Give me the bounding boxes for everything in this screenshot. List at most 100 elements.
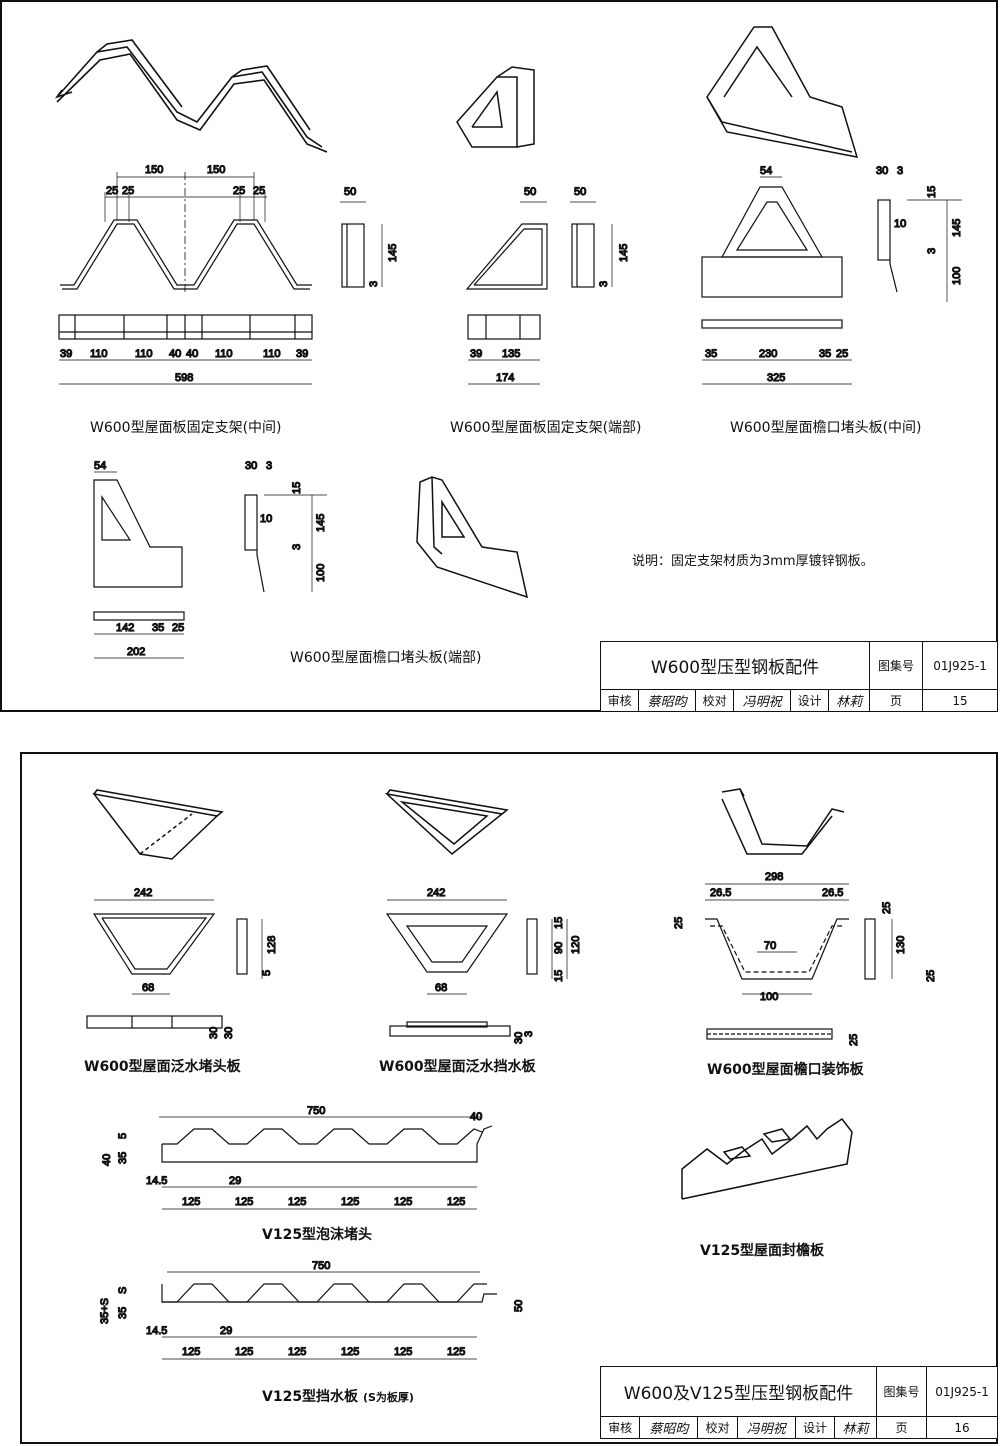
design-label: 设计 xyxy=(794,1416,836,1439)
eave-deco-elevation xyxy=(705,883,893,1040)
dim-125-a: 125 xyxy=(182,1196,200,1208)
dim-100-a: 100 xyxy=(951,267,963,285)
dim-3-c: 3 xyxy=(897,165,903,177)
dim-5-b: 5 xyxy=(117,1133,129,1139)
dim-120: 120 xyxy=(570,936,582,954)
design-label: 设计 xyxy=(790,689,830,712)
dim-202: 202 xyxy=(127,646,145,658)
dim-3-d: 3 xyxy=(926,248,938,254)
review-label: 审核 xyxy=(599,689,640,712)
dim-25-a: 25 xyxy=(673,917,685,929)
dim-25-a: 25 xyxy=(106,185,118,197)
dim-90: 90 xyxy=(553,942,565,954)
dim-35-b: 35 xyxy=(819,348,831,360)
dim-145-c: 145 xyxy=(951,219,963,237)
sheet16-drawings: 242 68 128 5 30 30 242 68 15 90 120 15 3… xyxy=(86,788,938,1360)
caption-eave-end: W600型屋面檐口堵头板(端部) xyxy=(290,650,482,666)
flash-end-elevation xyxy=(86,899,263,1029)
dim-125-j: 125 xyxy=(341,1346,359,1358)
dim-29-b: 29 xyxy=(220,1325,232,1337)
dim-110-b: 110 xyxy=(135,348,153,360)
dim-35-plus-s: 35+S xyxy=(99,1298,111,1324)
page-label: 页 xyxy=(875,1416,928,1439)
bracket-end-elevation xyxy=(465,201,613,385)
caption-flash-end: W600型屋面泛水堵头板 xyxy=(84,1059,241,1075)
dim-15-b: 15 xyxy=(553,970,565,982)
dim-125-c: 125 xyxy=(288,1196,306,1208)
dim-50-b: 50 xyxy=(524,186,536,198)
bracket-mid-elevation xyxy=(60,172,312,292)
dim-125-l: 125 xyxy=(447,1346,465,1358)
dim-125-g: 125 xyxy=(182,1346,200,1358)
title-block-title: W600型压型钢板配件 xyxy=(600,641,870,690)
dim-125-f: 125 xyxy=(447,1196,465,1208)
dim-100-b: 100 xyxy=(315,564,327,582)
dim-25-d: 25 xyxy=(253,185,265,197)
check-label: 校对 xyxy=(695,689,735,712)
dim-145-a: 145 xyxy=(387,244,399,262)
dim-5-a: 5 xyxy=(261,970,273,976)
dim-s: S xyxy=(117,1287,129,1294)
check-signature: 冯明祝 xyxy=(736,1416,796,1439)
dim-25-e: 25 xyxy=(836,348,848,360)
dim-50-a: 50 xyxy=(344,186,356,198)
dim-35-c: 35 xyxy=(152,622,164,634)
dim-68-b: 68 xyxy=(435,982,447,994)
dim-142: 142 xyxy=(116,622,134,634)
dim-15-b: 15 xyxy=(291,482,303,494)
dim-145-b: 145 xyxy=(618,244,630,262)
eave-end-side-view xyxy=(244,494,327,593)
dim-125-b: 125 xyxy=(235,1196,253,1208)
flash-stop-elevation xyxy=(385,899,568,1037)
dim-128: 128 xyxy=(266,936,278,954)
dim-25-c: 25 xyxy=(925,970,937,982)
check-signature: 冯明祝 xyxy=(733,689,792,712)
dim-14-5-a: 14.5 xyxy=(146,1175,167,1187)
dim-750-b: 750 xyxy=(312,1260,330,1272)
atlas-number: 01J925-1 xyxy=(926,1366,998,1417)
eave-deco-3d-view xyxy=(721,788,845,855)
dim-3-b: 3 xyxy=(598,281,610,287)
dim-110-a: 110 xyxy=(90,348,108,360)
design-signature: 林莉 xyxy=(834,1416,877,1439)
flash-stop-3d-view xyxy=(384,789,509,855)
title-block-16: W600及V125型压型钢板配件 图集号 01J925-1 审核 蔡昭昀 校对 … xyxy=(599,1366,998,1439)
dim-25-b: 25 xyxy=(881,902,893,914)
dim-40-a: 40 xyxy=(470,1111,482,1123)
dim-30-c: 30 xyxy=(513,1032,525,1044)
dim-125-k: 125 xyxy=(394,1346,412,1358)
dim-298: 298 xyxy=(765,871,783,883)
page-label: 页 xyxy=(868,689,924,712)
dim-3-f: 3 xyxy=(291,544,303,550)
dim-50: 50 xyxy=(513,1300,525,1312)
dim-29-a: 29 xyxy=(229,1175,241,1187)
dim-25-f: 25 xyxy=(172,622,184,634)
dim-110-d: 110 xyxy=(263,348,281,360)
dim-100: 100 xyxy=(760,991,778,1003)
drawing-sheet-15: 150 150 25 25 25 25 50 145 3 39 110 110 … xyxy=(0,0,998,712)
dim-25-c: 25 xyxy=(233,185,245,197)
dim-40-a: 40 xyxy=(169,348,181,360)
dim-54-a: 54 xyxy=(760,165,772,177)
review-label: 审核 xyxy=(599,1416,641,1439)
stop-plate-note: (S为板厚) xyxy=(362,1391,414,1404)
dim-3-e: 3 xyxy=(266,460,272,472)
bracket-end-3d-view xyxy=(456,66,535,148)
dim-39-c: 39 xyxy=(470,348,482,360)
drawing-sheet-16: 242 68 128 5 30 30 242 68 15 90 120 15 3… xyxy=(20,752,998,1444)
eave-mid-3d-view xyxy=(706,26,859,158)
dim-242-a: 242 xyxy=(134,887,152,899)
eave-end-elevation xyxy=(93,471,185,659)
eave-mid-side-view xyxy=(877,199,962,302)
dim-3-a: 3 xyxy=(523,1031,535,1037)
flash-end-3d-view xyxy=(92,789,224,860)
dim-39-a: 39 xyxy=(60,348,72,360)
dim-125-h: 125 xyxy=(235,1346,253,1358)
caption-eave-seal: V125型屋面封檐板 xyxy=(700,1243,825,1259)
foam-end-elevation xyxy=(159,1116,493,1210)
eave-end-3d-view xyxy=(416,476,529,599)
dim-130: 130 xyxy=(895,936,907,954)
dim-598: 598 xyxy=(175,372,193,384)
caption-eave-mid: W600型屋面檐口堵头板(中间) xyxy=(730,420,922,436)
review-signature: 蔡昭昀 xyxy=(639,1416,699,1439)
